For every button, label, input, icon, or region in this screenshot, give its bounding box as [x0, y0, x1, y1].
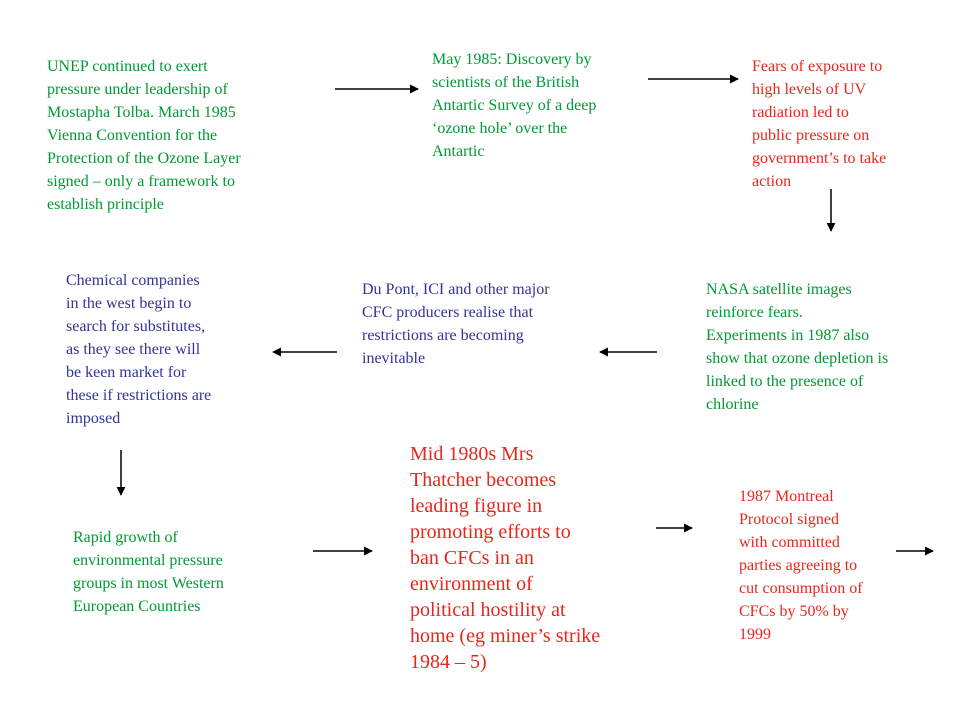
node-environmental-pressure-groups: Rapid growth of environmental pressure g… [73, 529, 224, 615]
node-uv-fears-public-pressure: Fears of exposure to high levels of UV r… [752, 58, 887, 190]
node-nasa-satellite-images: NASA satellite images reinforce fears. E… [706, 281, 889, 413]
node-unep-vienna-convention: UNEP continued to exert pressure under l… [47, 58, 241, 213]
node-chemical-companies-substitutes: Chemical companies in the west begin to … [66, 272, 212, 427]
node-cfc-producers-realise: Du Pont, ICI and other major CFC produce… [362, 281, 550, 367]
node-ozone-hole-discovery: May 1985: Discovery by scientists of the… [432, 51, 597, 160]
node-montreal-protocol: 1987 Montreal Protocol signed with commi… [739, 488, 863, 643]
node-thatcher-cfc-efforts: Mid 1980s Mrs Thatcher becomes leading f… [410, 443, 601, 673]
